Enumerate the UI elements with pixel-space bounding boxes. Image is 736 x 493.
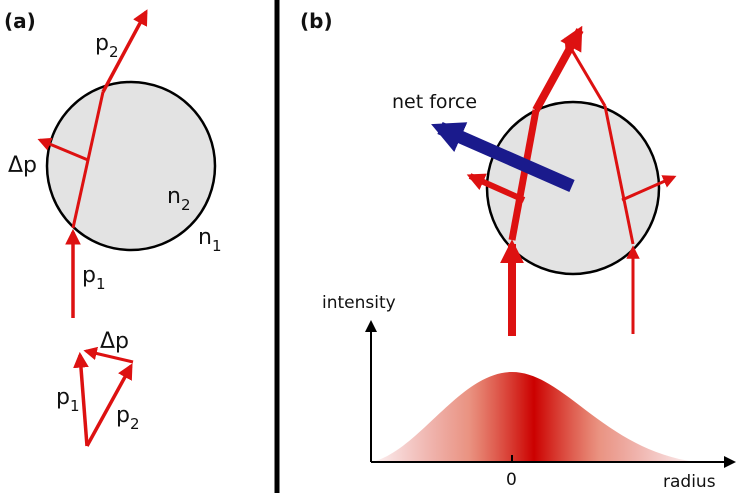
ray-b-weak-out: [564, 37, 607, 107]
ray-b-strong-inside: [508, 109, 540, 241]
dp-label-a: Δp: [8, 153, 37, 178]
n1-label: n1: [198, 225, 222, 255]
vec-dp: [83, 346, 134, 364]
vec-p2: [85, 363, 133, 447]
zero-label: 0: [506, 470, 517, 490]
intensity-profile: [372, 372, 696, 462]
dp-arrow-a: [37, 137, 89, 162]
dp-arrow-b-strong: [466, 173, 526, 203]
y-axis-label: intensity: [322, 293, 396, 313]
vec-dp-label: Δp: [100, 329, 129, 354]
x-axis-arrowhead: [724, 456, 736, 468]
ray-a-outgoing: [101, 9, 148, 93]
vec-p1-label: p1: [56, 385, 80, 415]
vec-p1: [73, 351, 89, 447]
panel-b-label: (b): [300, 9, 333, 33]
net-force-label: net force: [392, 91, 477, 113]
p2-label-a: p2: [95, 31, 119, 61]
sphere-a: [45, 80, 217, 252]
ray-b-weak-inside: [603, 105, 635, 245]
dp-arrow-b-weak: [621, 175, 677, 202]
p1-label-a: p1: [82, 263, 106, 293]
x-axis-label: radius: [663, 472, 716, 492]
ray-b-strong-out: [532, 25, 584, 112]
net-force-arrow: [431, 122, 575, 192]
vec-p2-label: p2: [116, 403, 140, 433]
n2-label: n2: [167, 184, 191, 214]
y-axis-arrowhead: [365, 320, 377, 332]
panel-a-label: (a): [4, 9, 36, 33]
